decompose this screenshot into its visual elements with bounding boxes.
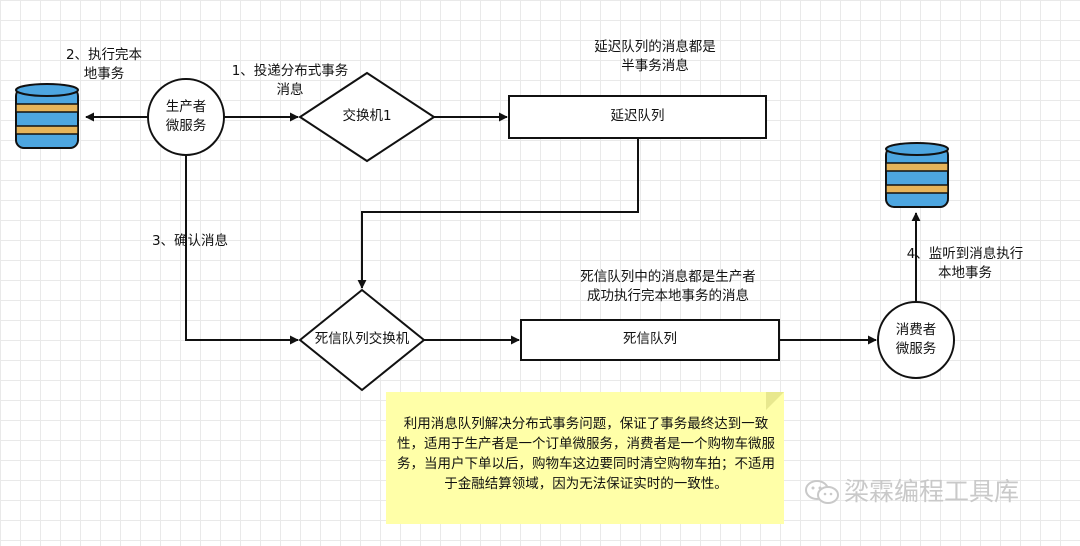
consumer-label: 消费者 微服务 [895, 322, 937, 357]
consumer-database-icon [885, 142, 949, 208]
exchange1-label: 交换机1 [342, 108, 392, 124]
delay-queue-node [508, 95, 767, 139]
edge-producer-to-dlx [185, 155, 299, 345]
step2-label: 2、执行完本 地事务 [65, 47, 143, 82]
step4-label: 4、监听到消息执行 本地事务 [906, 246, 1024, 281]
delay-queue-label: 延迟队列 [610, 108, 665, 124]
producer-database-icon [15, 83, 79, 149]
delay-queue-note: 延迟队列的消息都是 半事务消息 [594, 39, 716, 74]
dlx-label: 死信队列交换机 [314, 331, 410, 347]
step3-label: 3、确认消息 [151, 233, 229, 249]
watermark-text: 梁霖编程工具库 [844, 477, 1020, 506]
sticky-note-fold [766, 392, 784, 410]
exchange1-node [298, 71, 436, 163]
edge-delay-to-dlx [357, 138, 639, 289]
wechat-icon [805, 480, 839, 504]
sticky-note [386, 392, 784, 524]
dead-queue-label: 死信队列 [623, 331, 677, 347]
dlx-node [298, 288, 426, 392]
sticky-note-text: 利用消息队列解决分布式事务问题，保证了事务最终达到一致性，适用于生产者是一个订单… [397, 416, 775, 492]
dead-queue-note: 死信队列中的消息都是生产者 成功执行完本地事务的消息 [580, 269, 756, 304]
step1-label: 1、投递分布式事务 消息 [231, 63, 349, 98]
producer-label: 生产者 微服务 [165, 99, 207, 134]
